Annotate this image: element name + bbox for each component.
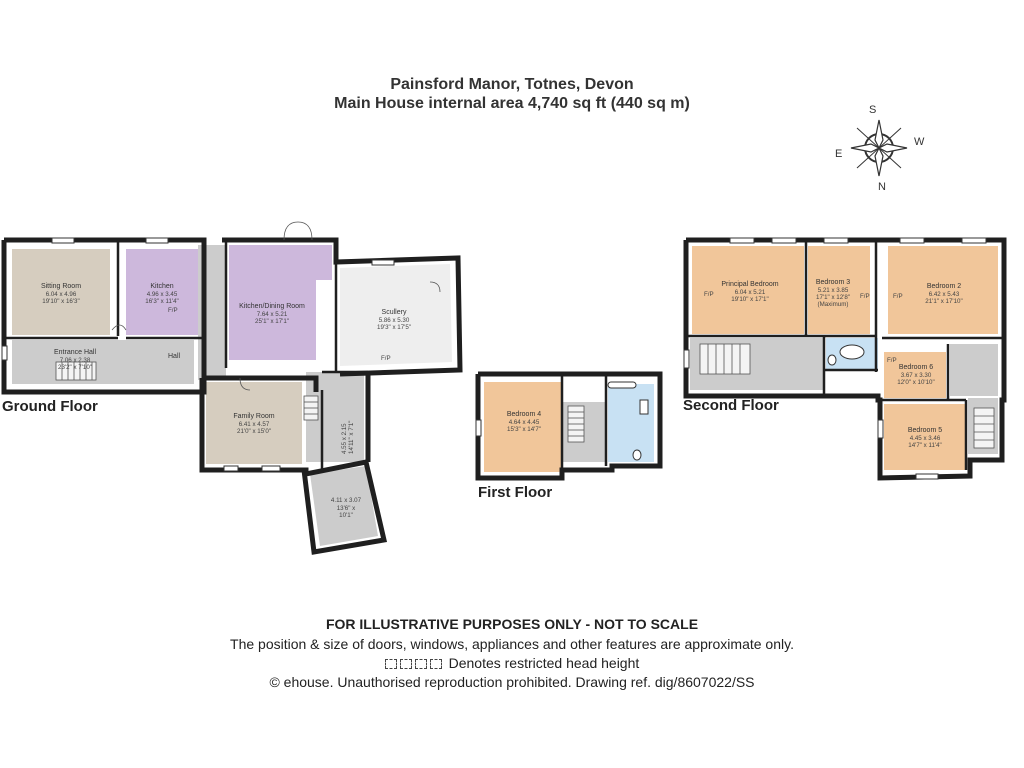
store-room xyxy=(310,466,378,546)
store-imperial-line2: 10'1" xyxy=(339,512,353,519)
first-floor-label: First Floor xyxy=(478,484,552,501)
entrance-hall-imperial: 23'2" x 7'10" xyxy=(58,364,92,371)
ground-stairs xyxy=(55,361,319,421)
entrance-hall-room xyxy=(12,340,194,384)
ground-floor-plan: Sitting Room 6.04 x 4.96 19'10" x 16'3" … xyxy=(1,221,463,555)
bedroom-4-name: Bedroom 4 xyxy=(507,411,541,418)
bedroom-3-imperial: 17'1" x 12'8" xyxy=(816,294,850,301)
store-imperial-line1: 13'6" x xyxy=(337,505,356,512)
scullery-imperial: 19'3" x 17'5" xyxy=(377,324,411,331)
ground-floor-label: Ground Floor xyxy=(2,398,98,415)
bedroom-6-imperial: 12'0" x 10'10" xyxy=(897,379,934,386)
bedroom-5-name: Bedroom 5 xyxy=(908,427,942,434)
bedroom-3-name: Bedroom 3 xyxy=(816,279,850,286)
entrance-hall-metric: 7.06 x 2.38 xyxy=(60,357,91,364)
bedroom-6-room xyxy=(884,352,946,398)
bedroom-2-imperial: 21'1" x 17'10" xyxy=(925,298,962,305)
copyright-text: © ehouse. Unauthorised reproduction proh… xyxy=(269,674,755,690)
sitting-room xyxy=(12,249,110,335)
bedroom-6-name: Bedroom 6 xyxy=(899,364,933,371)
family-room-metric: 6.41 x 4.57 xyxy=(239,421,270,428)
principal-fp-label: F/P xyxy=(704,291,714,298)
principal-bedroom-metric: 6.04 x 5.21 xyxy=(735,289,766,296)
bedroom-4-room xyxy=(484,382,562,472)
restricted-height-icon xyxy=(429,659,442,670)
bedroom-5-room xyxy=(884,404,966,470)
disclaimer-heading: FOR ILLUSTRATIVE PURPOSES ONLY - NOT TO … xyxy=(325,616,699,632)
sitting-room-metric: 6.04 x 4.96 xyxy=(46,291,77,298)
scullery-fp-label: F/P xyxy=(381,355,391,362)
plan-title: Painsford Manor, Totnes, Devon xyxy=(390,76,634,93)
disclaimer-text: The position & size of doors, windows, a… xyxy=(230,636,794,652)
scullery-room xyxy=(340,264,452,366)
passage-metric: 4.55 x 2.15 xyxy=(341,423,348,454)
kitchen-name: Kitchen xyxy=(150,283,173,290)
bedroom-2-fp-label: F/P xyxy=(893,293,903,300)
compass-n: N xyxy=(878,181,886,193)
bedroom-5-metric: 4.45 x 3.46 xyxy=(910,435,941,442)
restricted-height-text: Denotes restricted head height xyxy=(448,655,640,671)
kitchen-metric: 4.96 x 3.45 xyxy=(147,291,178,298)
second-floor-plan: Principal Bedroom 6.04 x 5.21 19'10" x 1… xyxy=(683,237,1007,481)
family-room-name: Family Room xyxy=(233,413,274,420)
second-floor-stair-hall xyxy=(950,344,998,396)
bedroom-6-metric: 3.67 x 3.30 xyxy=(901,372,932,379)
entrance-hall-name: Entrance Hall xyxy=(54,349,96,356)
bedroom-4-imperial: 15'3" x 14'7" xyxy=(507,426,541,433)
bedroom-3-fp-label: F/P xyxy=(860,293,870,300)
scullery-name: Scullery xyxy=(382,309,407,316)
compass-s: S xyxy=(869,104,876,116)
kitchen-dining-room xyxy=(229,245,332,360)
bedroom-3-note: (Maximum) xyxy=(818,301,849,308)
principal-bedroom-name: Principal Bedroom xyxy=(721,281,778,288)
bedroom-2-metric: 6.42 x 5.43 xyxy=(929,291,960,298)
bedroom-2-room xyxy=(888,246,998,334)
hall-name: Hall xyxy=(168,353,181,360)
kitchen-imperial: 16'3" x 11'4" xyxy=(145,298,178,305)
bedroom-4-metric: 4.64 x 4.45 xyxy=(509,419,540,426)
store-metric: 4.11 x 3.07 xyxy=(331,497,362,504)
family-room-imperial: 21'0" x 15'0" xyxy=(237,428,271,435)
restricted-height-legend: Denotes restricted head height xyxy=(0,655,1024,671)
first-floor-bathroom xyxy=(608,384,654,462)
kitchen-room xyxy=(126,249,198,335)
restricted-height-icon xyxy=(384,659,397,670)
second-floor-label: Second Floor xyxy=(683,397,779,414)
principal-bedroom-imperial: 19'10" x 17'1" xyxy=(731,296,768,303)
compass-w: W xyxy=(914,136,925,148)
principal-bedroom-room xyxy=(692,246,804,334)
kitchen-dining-imperial: 25'1" x 17'1" xyxy=(255,318,289,325)
restricted-height-icon xyxy=(414,659,427,670)
plan-subtitle: Main House internal area 4,740 sq ft (44… xyxy=(334,95,690,112)
bedroom-3-metric: 5.21 x 3.85 xyxy=(818,287,849,294)
passage-imperial: 14'11" x 7'1" xyxy=(348,421,355,454)
kitchen-dining-name: Kitchen/Dining Room xyxy=(239,303,305,310)
first-floor-plan: Bedroom 4 4.64 x 4.45 15'3" x 14'7" Firs… xyxy=(475,371,663,501)
family-room xyxy=(206,382,302,464)
bedroom-5-imperial: 14'7" x 11'4" xyxy=(908,442,941,449)
sitting-room-name: Sitting Room xyxy=(41,283,81,290)
sitting-room-imperial: 19'10" x 16'3" xyxy=(42,298,79,305)
scullery-metric: 5.86 x 5.30 xyxy=(379,317,410,324)
bedroom-3-room xyxy=(808,246,870,334)
bedroom-6-fp-label: F/P xyxy=(887,357,897,364)
compass-icon: S N E W xyxy=(835,104,925,193)
bedroom-2-name: Bedroom 2 xyxy=(927,283,961,290)
restricted-height-icon xyxy=(399,659,412,670)
compass-e: E xyxy=(835,148,842,160)
kitchen-dining-metric: 7.64 x 5.21 xyxy=(257,311,288,318)
kitchen-fp-label: F/P xyxy=(168,307,178,314)
